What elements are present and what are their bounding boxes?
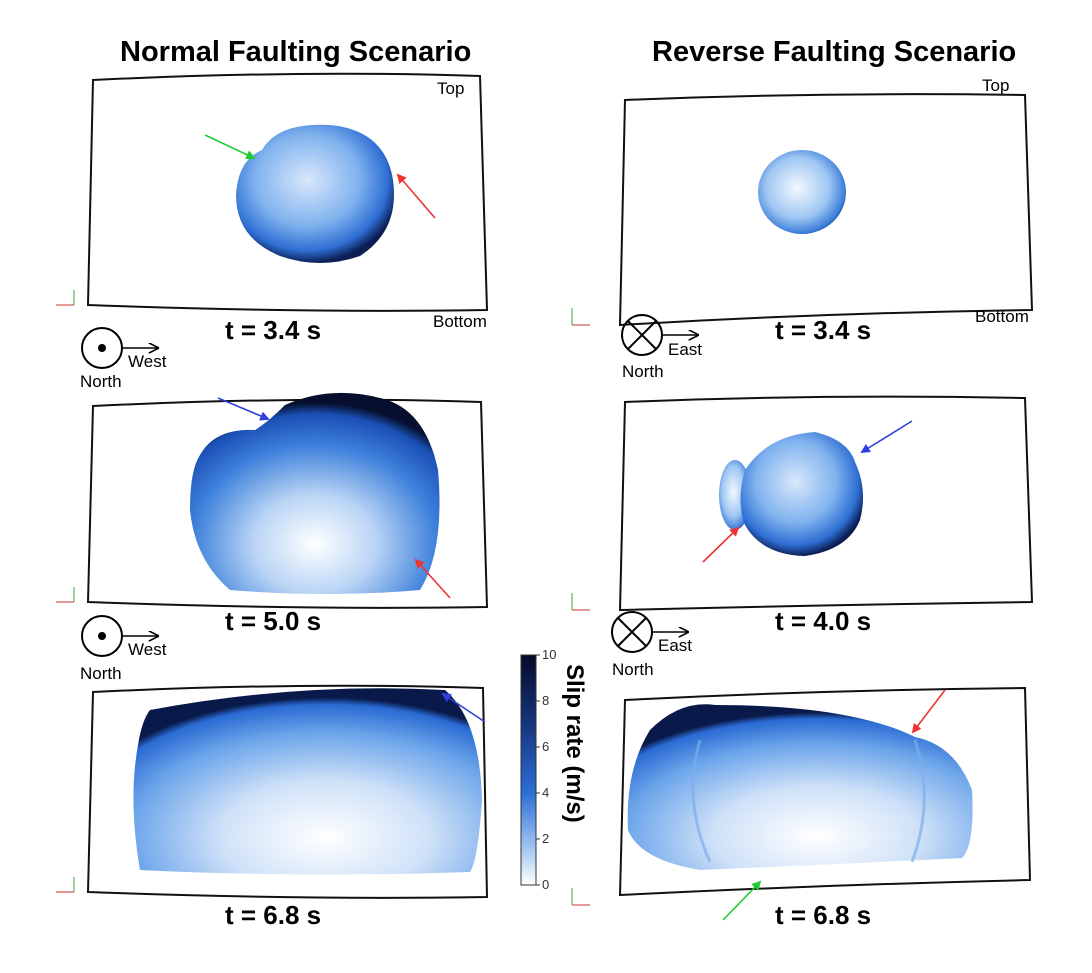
- top-label: Top: [982, 76, 1010, 95]
- axis-triad-icon: [571, 888, 590, 906]
- compass-north-label: North: [80, 372, 122, 391]
- blue-arrow: [441, 692, 486, 723]
- axis-triad-icon: [56, 877, 75, 893]
- panel-reverse-t3: [571, 686, 1032, 921]
- time-label: t = 6.8 s: [225, 900, 322, 930]
- axis-triad-icon: [571, 308, 590, 326]
- top-label: Top: [437, 79, 465, 98]
- bottom-label: Bottom: [433, 312, 487, 331]
- out-of-page-dot-icon: [98, 344, 106, 352]
- compass-reverse-1: [621, 314, 698, 356]
- blue-arrow: [860, 420, 913, 454]
- red-arrow: [702, 526, 740, 563]
- blue-arrow: [217, 397, 270, 421]
- time-label: t = 6.8 s: [775, 900, 872, 930]
- axis-triad-icon: [56, 587, 75, 603]
- green-arrow: [722, 880, 762, 921]
- bottom-label: Bottom: [975, 307, 1029, 326]
- colorbar-title: Slip rate (m/s): [561, 664, 588, 823]
- colorbar-tick: 10: [542, 647, 557, 662]
- colorbar: [520, 654, 540, 886]
- rupture-front-reverse-t1: [758, 150, 846, 234]
- colorbar-tick: 4: [542, 785, 550, 800]
- compass-normal-1: [81, 327, 158, 369]
- axis-triad-icon: [571, 593, 590, 611]
- colorbar-tick: 2: [542, 831, 550, 846]
- compass-reverse-2: [611, 611, 688, 653]
- compass-direction-label: East: [668, 340, 703, 359]
- compass-direction-label: West: [128, 640, 167, 659]
- panel-normal-t2: [56, 392, 489, 609]
- compass-direction-label: East: [658, 636, 693, 655]
- time-label: t = 3.4 s: [775, 315, 872, 345]
- panel-normal-t3: [56, 684, 489, 899]
- rupture-front-reverse-t3: [627, 704, 973, 870]
- rupture-front-normal-t2: [190, 392, 440, 594]
- colorbar-tick: 0: [542, 877, 550, 892]
- panel-reverse-t2: [571, 395, 1034, 612]
- into-page-cross-icon: [617, 617, 647, 647]
- rupture-front-normal-t1: [236, 124, 395, 263]
- time-label: t = 4.0 s: [775, 606, 872, 636]
- panel-normal-t1: [56, 72, 489, 312]
- compass-north-label: North: [80, 664, 122, 683]
- axis-triad-icon: [56, 290, 75, 306]
- compass-north-label: North: [622, 362, 664, 381]
- panel-reverse-t1: [571, 93, 1034, 327]
- heading-normal-faulting: Normal Faulting Scenario: [120, 36, 472, 68]
- compass-normal-2: [81, 615, 158, 657]
- red-arrow: [414, 558, 451, 599]
- heading-reverse-faulting: Reverse Faulting Scenario: [652, 36, 1017, 68]
- rupture-front-reverse-t2: [740, 432, 864, 556]
- rupture-front-normal-t3: [133, 688, 483, 875]
- compass-direction-label: West: [128, 352, 167, 371]
- time-label: t = 3.4 s: [225, 315, 322, 345]
- green-arrow: [204, 134, 256, 160]
- out-of-page-dot-icon: [98, 632, 106, 640]
- compass-north-label: North: [612, 660, 654, 679]
- into-page-cross-icon: [627, 320, 657, 350]
- time-label: t = 5.0 s: [225, 606, 322, 636]
- red-arrow: [911, 689, 946, 734]
- colorbar-tick: 6: [542, 739, 550, 754]
- colorbar-tick: 8: [542, 693, 550, 708]
- red-arrow: [396, 173, 436, 219]
- colorbar-gradient: [520, 654, 537, 886]
- rupture-internal-front: [691, 739, 926, 863]
